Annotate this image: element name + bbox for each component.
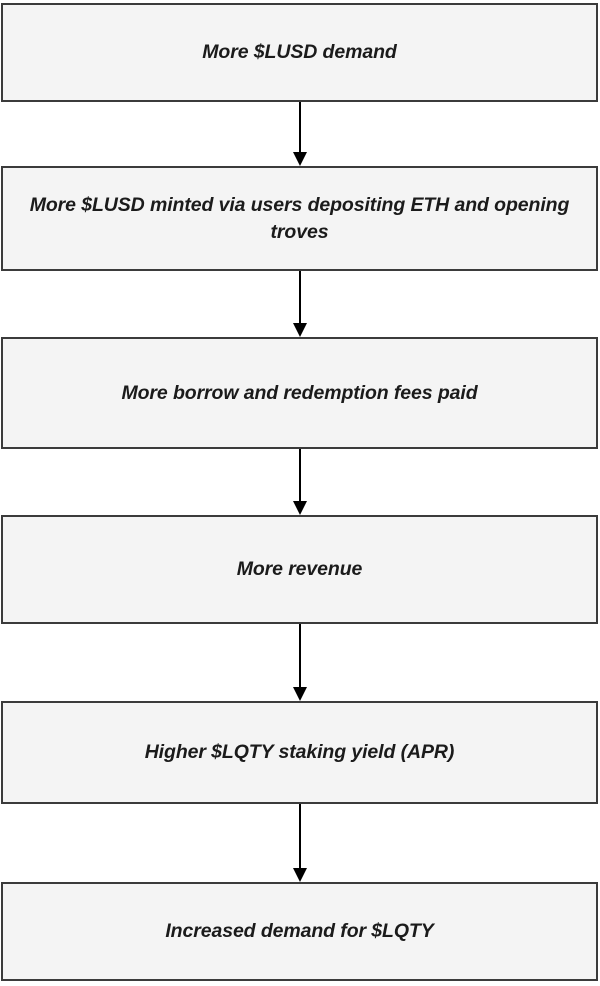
- flowchart-node-1[interactable]: More $LUSD demand: [1, 3, 598, 102]
- flowchart-node-4[interactable]: More revenue: [1, 515, 598, 624]
- flowchart-node-3[interactable]: More borrow and redemption fees paid: [1, 337, 598, 449]
- arrow-stem-icon: [299, 449, 301, 502]
- arrow-stem-icon: [299, 271, 301, 324]
- arrow-head-down-icon: [293, 687, 307, 701]
- arrow-head-down-icon: [293, 501, 307, 515]
- flowchart-node-5[interactable]: Higher $LQTY staking yield (APR): [1, 701, 598, 804]
- arrow-stem-icon: [299, 624, 301, 688]
- flow-arrow-5-to-6: [293, 804, 307, 882]
- flowchart-node-6-label: Increased demand for $LQTY: [165, 920, 434, 942]
- flow-arrow-1-to-2: [293, 102, 307, 166]
- flowchart-node-2[interactable]: More $LUSD minted via users depositing E…: [1, 166, 598, 271]
- arrow-stem-icon: [299, 102, 301, 153]
- flow-arrow-3-to-4: [293, 449, 307, 515]
- flowchart-node-1-label: More $LUSD demand: [202, 41, 397, 63]
- flowchart-node-4-label: More revenue: [236, 558, 363, 580]
- flowchart-node-5-label: Higher $LQTY staking yield (APR): [144, 741, 455, 763]
- flow-arrow-4-to-5: [293, 624, 307, 701]
- arrow-head-down-icon: [293, 868, 307, 882]
- flowchart-node-3-label: More borrow and redemption fees paid: [121, 381, 478, 404]
- arrow-head-down-icon: [293, 152, 307, 166]
- arrow-head-down-icon: [293, 323, 307, 337]
- flow-arrow-2-to-3: [293, 271, 307, 337]
- arrow-stem-icon: [299, 804, 301, 869]
- flowchart-node-6[interactable]: Increased demand for $LQTY: [1, 882, 598, 981]
- flowchart-node-2-label: More $LUSD minted via users depositing E…: [29, 193, 570, 243]
